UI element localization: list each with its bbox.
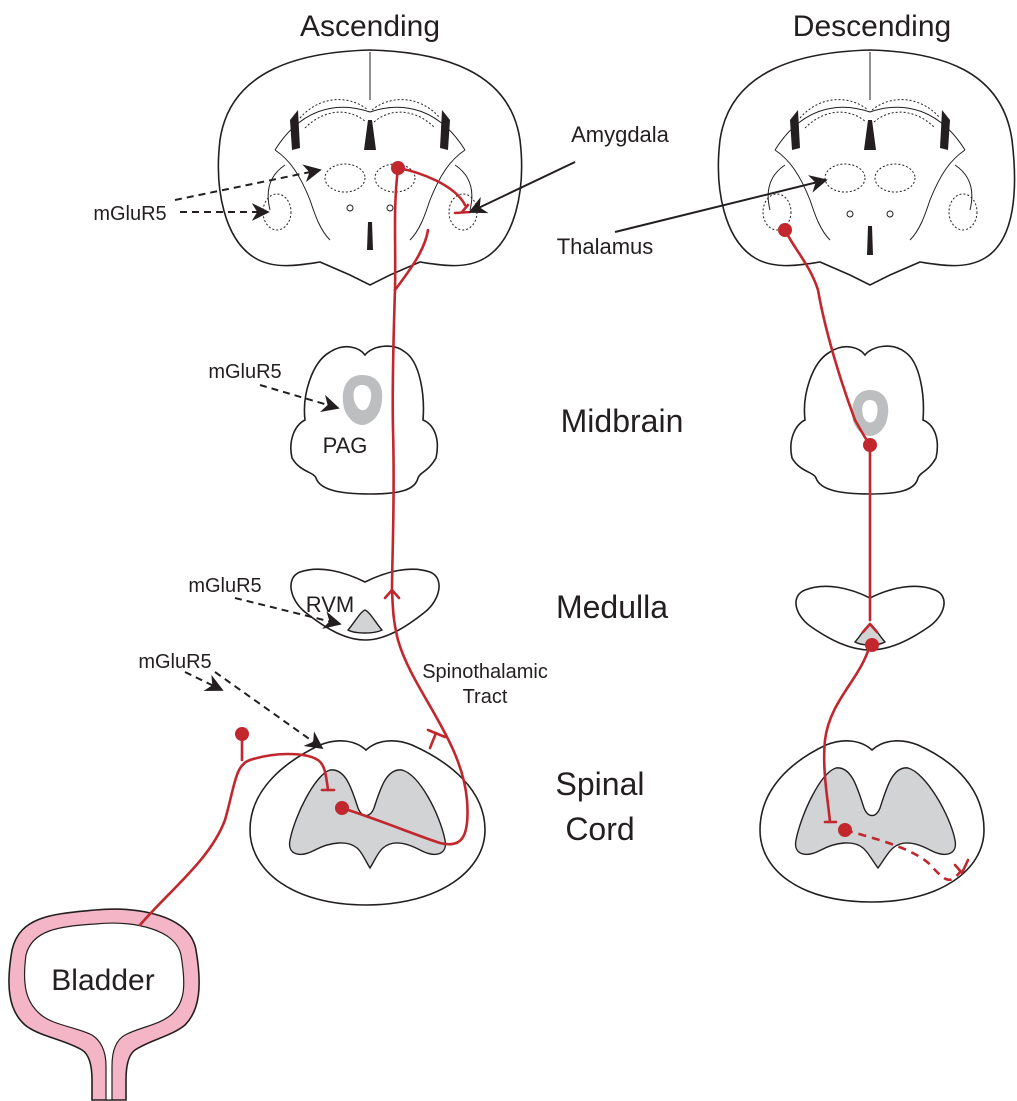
soma-pag-descending bbox=[863, 438, 877, 452]
thalamus-label: Thalamus bbox=[557, 234, 654, 259]
bladder bbox=[9, 909, 199, 1100]
soma-thalamus-ascending bbox=[391, 161, 405, 175]
brain-section-descending bbox=[718, 50, 1014, 285]
pag-label: PAG bbox=[323, 433, 368, 458]
bladder-label: Bladder bbox=[51, 964, 154, 997]
midbrain-section-descending bbox=[791, 346, 938, 494]
rvm-label: RVM bbox=[306, 592, 355, 617]
medulla-label: Medulla bbox=[556, 589, 668, 625]
descending-title: Descending bbox=[793, 10, 951, 43]
tract-label-line2: Tract bbox=[463, 686, 508, 708]
mglur5-rvm-label: mGluR5 bbox=[188, 575, 261, 597]
spinal-label-line1: Spinal bbox=[556, 766, 645, 802]
mglur5-pag-label: mGluR5 bbox=[208, 361, 281, 383]
brain-section-ascending bbox=[218, 50, 521, 285]
tract-label-line1: Spinothalamic bbox=[422, 661, 548, 683]
mglur5-spinal-label: mGluR5 bbox=[138, 651, 211, 673]
midbrain-label: Midbrain bbox=[561, 403, 684, 439]
soma-rvm-descending bbox=[865, 638, 879, 652]
midbrain-section-ascending bbox=[291, 346, 438, 494]
soma-amygdala-descending bbox=[778, 223, 792, 237]
spinal-section-descending bbox=[760, 741, 984, 902]
ascending-title: Ascending bbox=[300, 10, 440, 43]
mglur5-brain-label: mGluR5 bbox=[93, 203, 166, 225]
amygdala-label: Amygdala bbox=[571, 122, 670, 147]
spinal-label-line2: Cord bbox=[565, 811, 634, 847]
soma-drg bbox=[235, 727, 249, 741]
soma-spinal-ascending bbox=[335, 801, 349, 815]
spinal-section-ascending bbox=[250, 741, 485, 905]
soma-spinal-descending bbox=[838, 823, 852, 837]
